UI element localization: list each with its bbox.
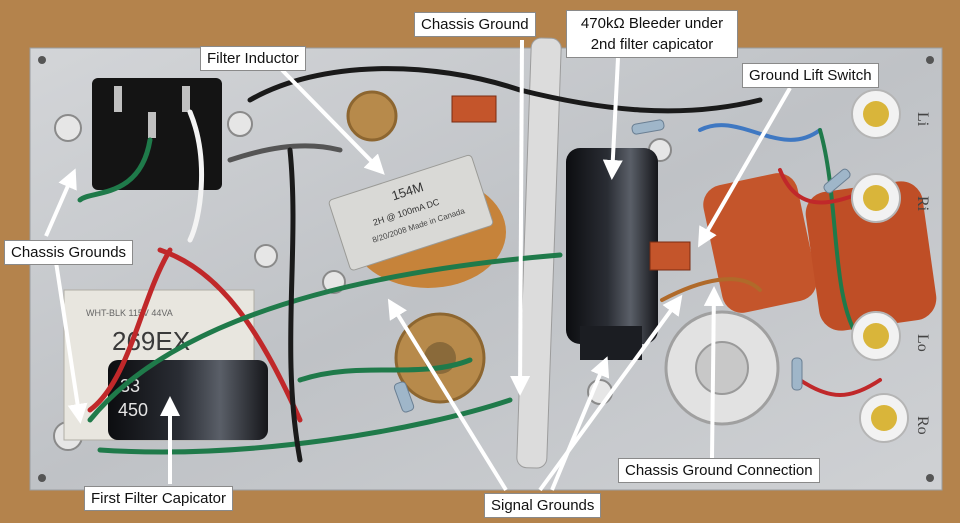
mount-hole: [926, 56, 934, 64]
label-chassis-grounds: Chassis Grounds: [4, 240, 134, 265]
arrow-chassis-grounds-upper: [44, 168, 77, 237]
first-filter-capacitor: [108, 360, 268, 440]
label-chassis-ground-connection: Chassis Ground Connection: [618, 458, 820, 483]
transformer-part-number: 269EX: [112, 326, 190, 356]
arrow-signal-ground-c: [550, 356, 610, 491]
iec-terminal: [114, 86, 122, 112]
label-signal-grounds: Signal Grounds: [484, 493, 602, 518]
jack-label-ri: Ri: [914, 196, 931, 212]
label-chassis-ground: Chassis Ground: [414, 12, 536, 37]
label-bleeder: 470kΩ Bleeder under 2nd filter capicator: [566, 10, 738, 58]
top-socket: [346, 90, 398, 142]
arrow-ground-lift: [698, 87, 792, 248]
jack-label-li: Li: [914, 112, 931, 127]
toggle-switch-top: [451, 95, 497, 123]
mount-hole: [926, 474, 934, 482]
capacitor-value-b: 450: [118, 400, 148, 420]
label-bleeder-line2: 2nd filter capicator: [590, 36, 714, 53]
arrow-filter-inductor: [280, 68, 385, 175]
callout-arrows: [44, 39, 792, 492]
label-first-filter-capicator: First Filter Capicator: [84, 486, 234, 511]
iec-terminal: [182, 86, 190, 112]
coupling-capacitor: [805, 181, 937, 331]
mount-hole: [38, 474, 46, 482]
arrow-chassis-ground-top: [510, 39, 531, 396]
jack-label-lo: Lo: [914, 334, 931, 352]
mount-hole: [38, 56, 46, 64]
arrow-bleeder: [602, 57, 623, 180]
jack-label-ro: Ro: [914, 416, 931, 435]
label-ground-lift-switch: Ground Lift Switch: [742, 63, 879, 88]
second-filter-capacitor: [566, 148, 658, 344]
label-filter-inductor: Filter Inductor: [200, 46, 306, 71]
pot-center: [695, 341, 749, 395]
arrow-signal-ground-a: [387, 298, 508, 492]
filter-inductor: [328, 154, 494, 271]
arrow-chassis-ground-connection: [703, 286, 724, 459]
iec-terminal: [148, 112, 156, 138]
label-bleeder-line1: 470kΩ Bleeder under: [580, 15, 724, 32]
capacitor-sleeve-bottom: [580, 326, 642, 360]
resistors: [393, 119, 851, 413]
transformer-wiring-label: WHT-BLK 115V 44VA: [86, 308, 173, 318]
capacitor-value-a: 33: [120, 376, 140, 396]
arrow-chassis-grounds-lower: [54, 261, 88, 424]
ground-lift-switch: [649, 241, 691, 271]
rca-jacks: [851, 89, 909, 443]
